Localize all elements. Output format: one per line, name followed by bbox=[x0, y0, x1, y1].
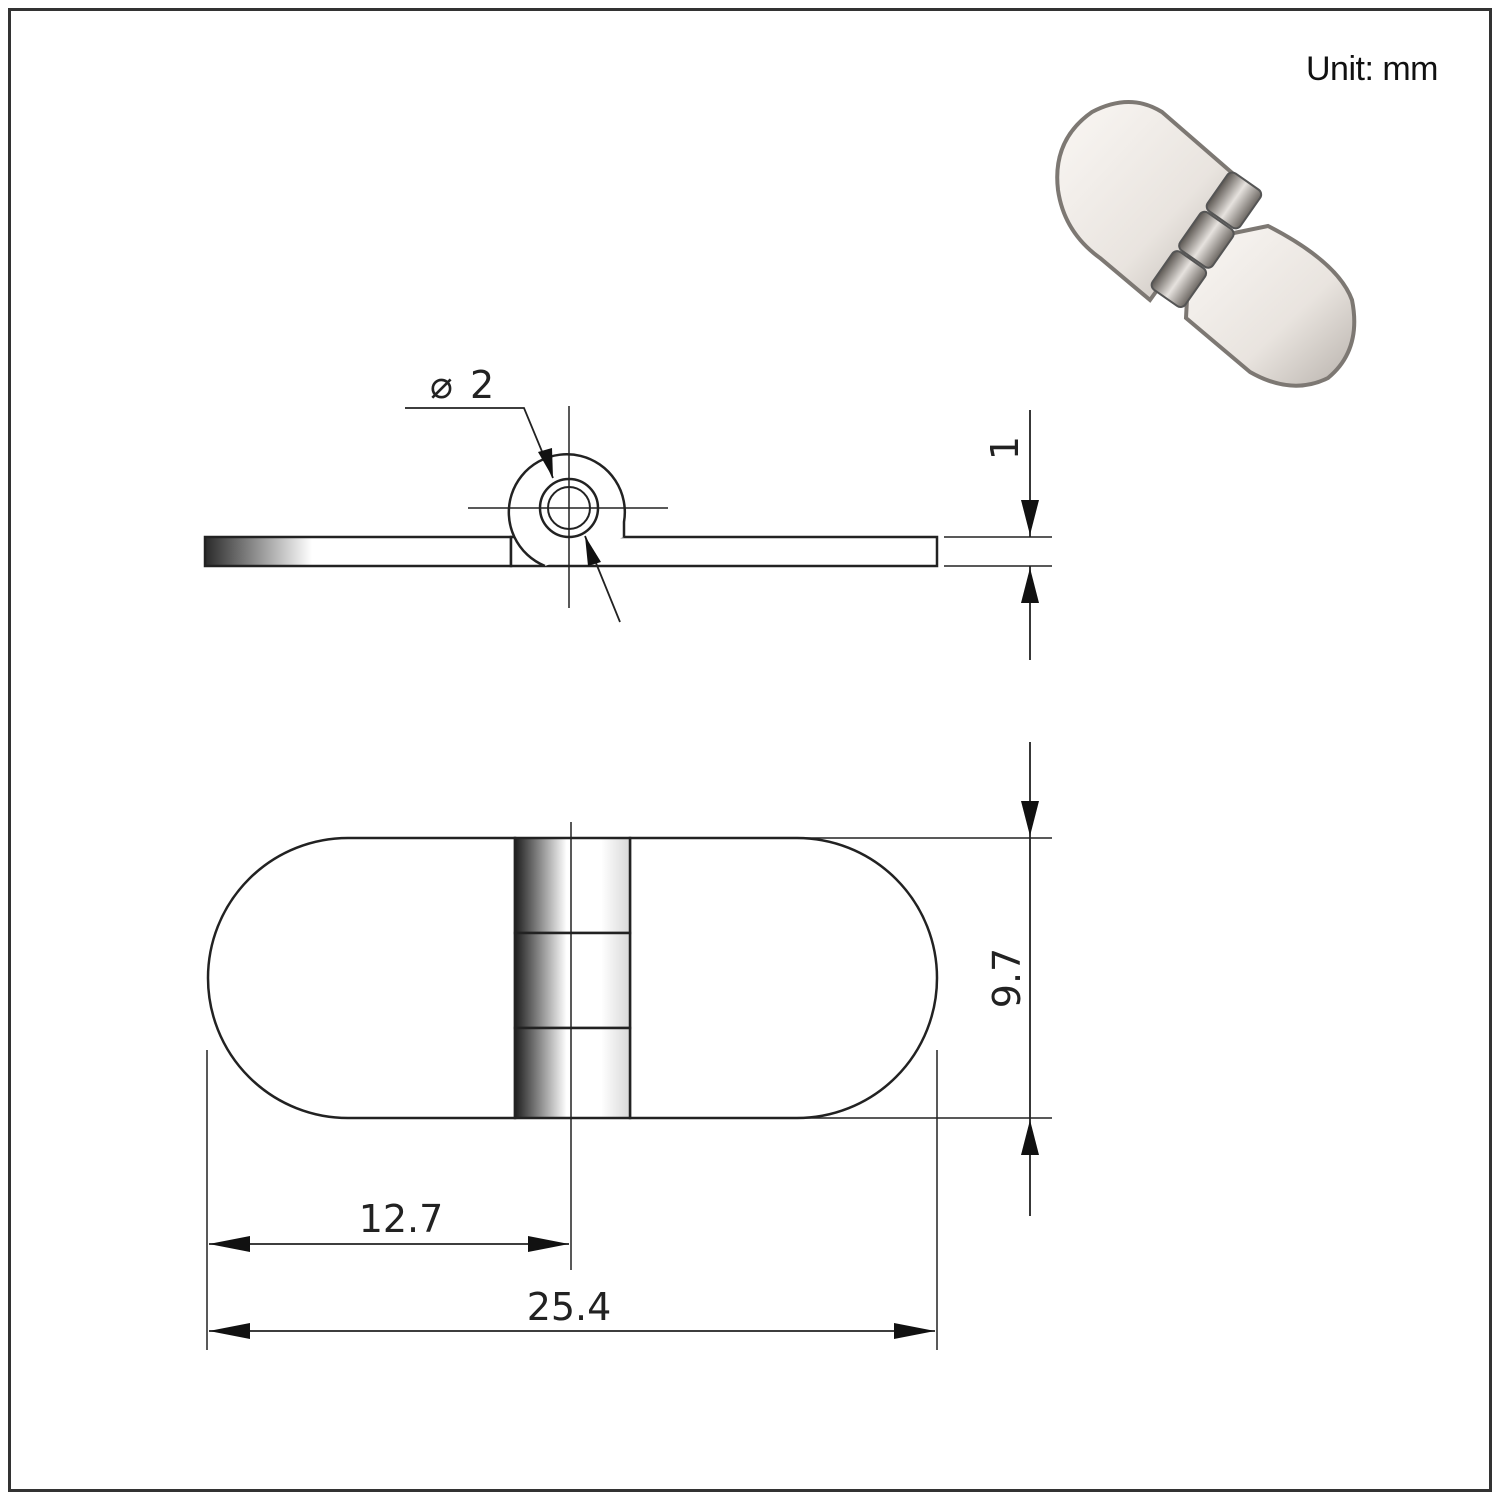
diameter-symbol-icon: ⌀ bbox=[430, 363, 453, 407]
knuckle-segment-bottom bbox=[513, 1026, 632, 1120]
total-length-label: 25.4 bbox=[527, 1285, 612, 1329]
top-view bbox=[206, 822, 1052, 1350]
height-label: 9.7 bbox=[985, 948, 1029, 1008]
product-photo bbox=[1055, 100, 1357, 388]
knuckle-segment-middle bbox=[513, 931, 632, 1030]
top-left-leaf bbox=[206, 836, 517, 1120]
total-length-dimension bbox=[209, 1323, 935, 1339]
half-length-dimension bbox=[209, 1236, 569, 1252]
side-left-leaf bbox=[203, 535, 513, 568]
unit-label: Unit: mm bbox=[1306, 50, 1439, 88]
top-right-leaf bbox=[628, 836, 939, 1120]
side-view bbox=[203, 406, 939, 623]
height-dimension bbox=[1021, 742, 1039, 1216]
thickness-label: 1 bbox=[983, 436, 1027, 460]
knuckle-segment-top bbox=[513, 836, 632, 935]
half-length-label: 12.7 bbox=[359, 1197, 444, 1241]
thickness-dimension bbox=[944, 410, 1052, 660]
pin-diameter-label: 2 bbox=[470, 363, 494, 407]
